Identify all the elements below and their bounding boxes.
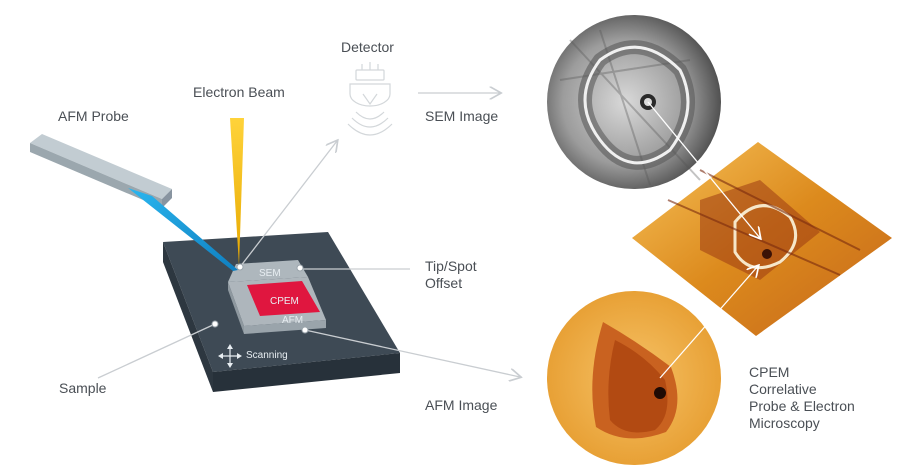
scanning-arrows-icon <box>218 344 242 368</box>
afm-image-arrow <box>304 329 520 377</box>
sem-image-label: SEM Image <box>425 108 499 124</box>
sem-stage-label: SEM <box>259 268 281 279</box>
probe-beam <box>128 188 238 271</box>
stage-box <box>228 260 326 334</box>
afm-stage-label: AFM <box>282 315 303 326</box>
cpem-description: CPEM Correlative Probe & Electron Micros… <box>749 364 855 431</box>
afm-to-cpem-line <box>659 266 758 379</box>
detector-icon <box>347 62 393 136</box>
sem-to-cpem-line <box>647 101 760 238</box>
detector-label: Detector <box>341 39 394 55</box>
afm-spot-dot <box>301 326 309 334</box>
afm-probe-label: AFM Probe <box>58 108 129 124</box>
sample-pointer <box>97 323 216 379</box>
tip-spot-dot <box>296 264 304 272</box>
electron-beam-label: Electron Beam <box>193 84 285 100</box>
afm-image-circle <box>547 291 721 465</box>
afm-probe-cantilever <box>30 134 172 208</box>
afm-image-label: AFM Image <box>425 397 498 413</box>
cpem-stage-label: CPEM <box>270 296 299 307</box>
beam-spot-dot <box>236 263 244 271</box>
sem-signal-arrow <box>239 141 337 268</box>
sem-image-circle <box>547 15 721 189</box>
tip-spot-offset-label: Tip/Spot Offset <box>425 258 477 291</box>
sample-label: Sample <box>59 380 107 396</box>
cpem-red-square <box>247 281 320 316</box>
electron-beam-cone <box>230 118 244 266</box>
scanning-label: Scanning <box>246 350 288 361</box>
sample-dot <box>211 320 219 328</box>
